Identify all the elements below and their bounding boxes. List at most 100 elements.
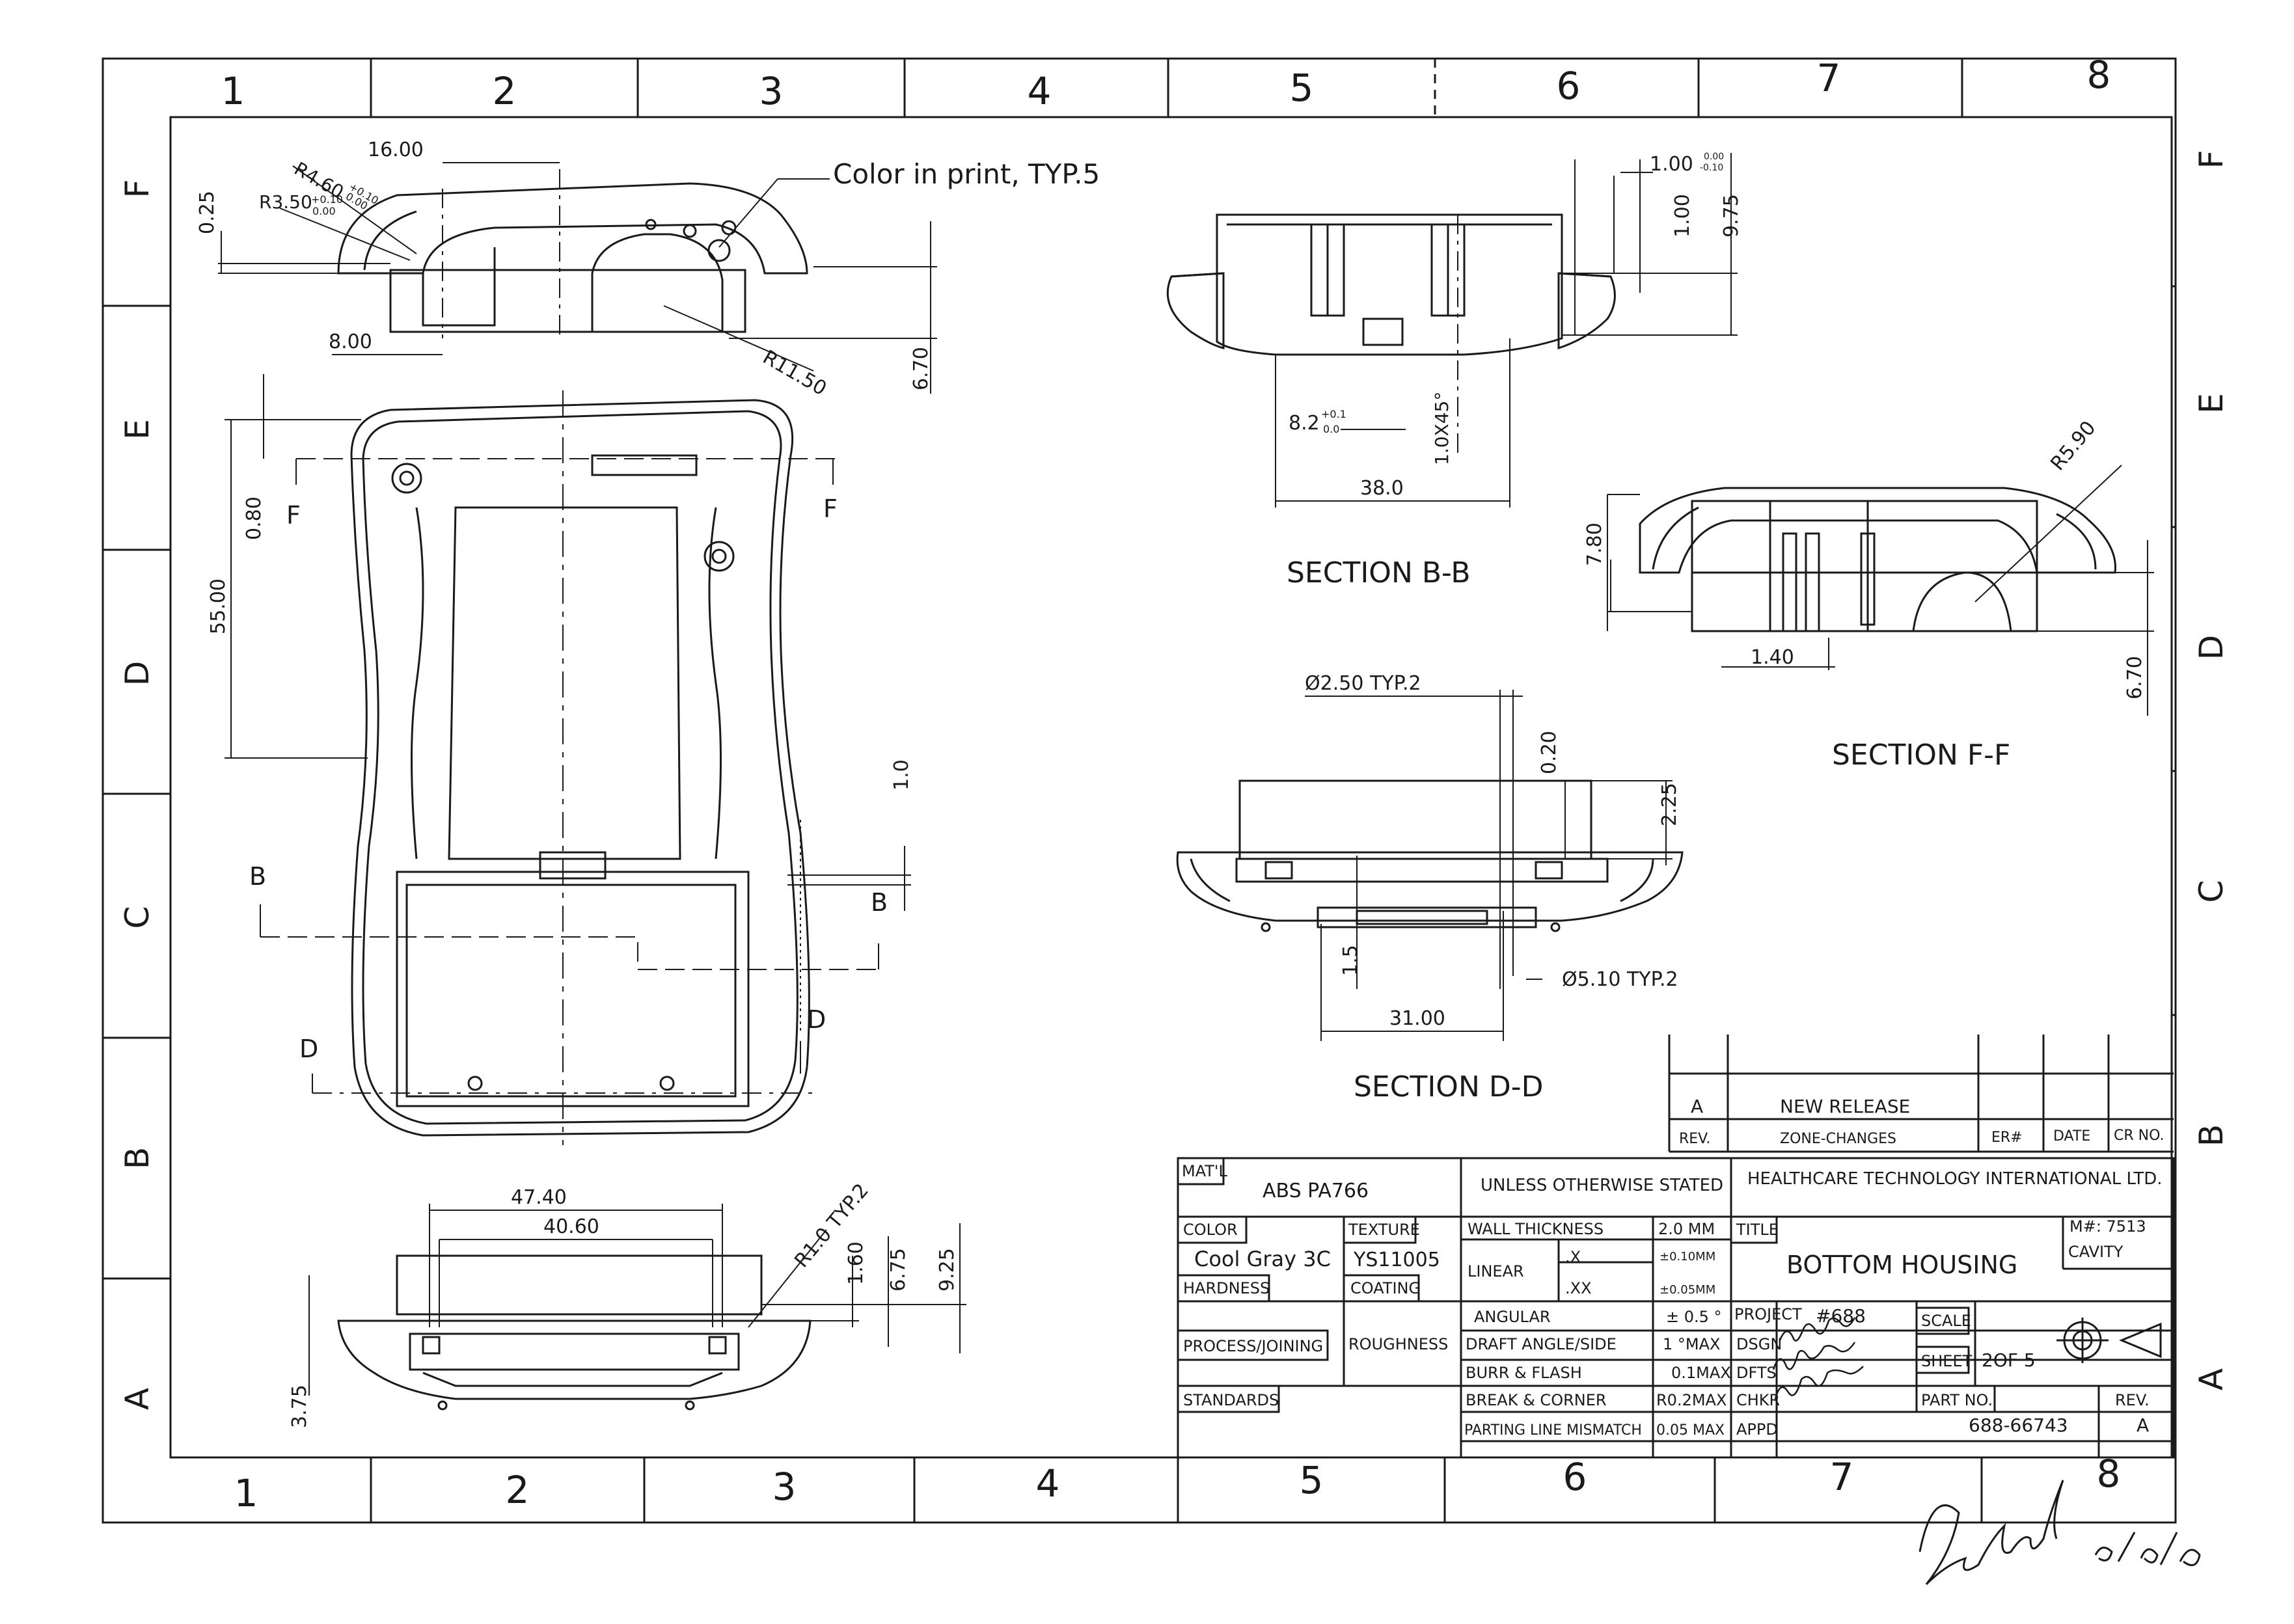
part-no-value: 688-66743 [1969,1414,2068,1436]
right-zone-labels: F E D C B A [2192,150,2230,1390]
right-row-e: E [2192,393,2230,414]
angular-value: ± 0.5 ° [1666,1308,1722,1326]
dim-9-75: 9.75 [1720,194,1743,237]
dim-9-25: 9.25 [936,1248,959,1292]
cut-f-left: F [286,501,301,530]
bottom-col-7: 7 [1830,1455,1854,1499]
dim-r3-50-tol-minus: 0.00 [312,205,336,217]
dsgn-label: DSGN [1736,1335,1782,1353]
right-row-c: C [2192,880,2230,903]
section-dd-labels: SECTION D-D Ø2.50 TYP.2 0.20 2.25 1.5 Ø5… [1305,672,1681,1103]
rev-value: A [2137,1414,2149,1436]
plan-view [225,374,911,1145]
draft-label: DRAFT ANGLE/SIDE [1466,1335,1617,1353]
chkr-label: CHKR [1736,1391,1780,1409]
dim-47-40: 47.40 [511,1186,567,1209]
burr-label: BURR & FLASH [1466,1364,1582,1382]
top-col-1: 1 [221,69,245,113]
dim-2-25: 2.25 [1658,783,1681,826]
matl-value: ABS PA766 [1263,1180,1369,1202]
signature-image [1918,1480,2201,1586]
section-dd-drawing [1176,690,1684,1041]
left-row-c: C [118,906,156,929]
section-ff-title: SECTION F-F [1832,738,2010,772]
project-label: PROJECT [1734,1305,1802,1323]
bottom-col-6: 6 [1563,1455,1587,1499]
dim-8-00: 8.00 [329,331,372,353]
bottom-end-view [308,1204,966,1411]
rev-header-cr: CR NO. [2114,1128,2164,1144]
top-col-8: 8 [2087,53,2111,97]
handwritten-entries [1772,1317,1864,1400]
dim-hole-5-10: Ø5.10 TYP.2 [1562,968,1678,991]
top-col-2: 2 [493,69,517,113]
cut-d-left: D [299,1035,318,1063]
color-value: Cool Gray 3C [1194,1247,1331,1271]
section-dd-title: SECTION D-D [1354,1070,1543,1103]
bottom-col-8: 8 [2097,1452,2121,1496]
dim-31-00: 31.00 [1389,1007,1445,1030]
scale-label: SCALE [1921,1312,1971,1330]
dim-1-0: 1.0 [890,759,913,791]
dim-1-60: 1.60 [845,1241,867,1285]
dim-0-25: 0.25 [196,191,219,234]
bottom-view-dimensions: 47.40 40.60 R1.0 TYP.2 1.60 6.75 9.25 3.… [288,1180,959,1428]
texture-value: YS11005 [1353,1249,1440,1271]
sheet-label: SHEET [1921,1352,1973,1370]
top-col-4: 4 [1028,69,1052,113]
title-block [1177,1157,2175,1459]
coating-label: COATING [1350,1279,1421,1297]
standards-label: STANDARDS [1183,1391,1279,1409]
left-zone-labels: F E D C B A [118,180,156,1410]
rev-label: REV. [2115,1391,2150,1409]
linear-x-tol: ±0.10MM [1659,1250,1715,1264]
section-ff-labels: SECTION F-F R5.90 7.80 1.40 6.70 [1583,416,2146,772]
linear-xx: .XX [1565,1279,1592,1297]
angular-label: ANGULAR [1474,1308,1551,1326]
dim-1-00-top-tol-plus: 0.00 [1704,152,1724,162]
dim-6-75: 6.75 [887,1248,910,1292]
bottom-col-5: 5 [1300,1458,1324,1502]
dim-r3-50: R3.50 [259,191,312,213]
revision-block-text: A NEW RELEASE REV. ZONE-CHANGES ER# DATE… [1679,1096,2164,1147]
roughness-label: ROUGHNESS [1348,1335,1448,1353]
left-row-d: D [118,661,156,686]
dim-40-60: 40.60 [543,1215,599,1238]
section-bb-title: SECTION B-B [1287,556,1471,589]
dim-1-5: 1.5 [1339,945,1362,976]
section-bb-drawing [1166,153,1738,508]
bottom-col-3: 3 [772,1465,797,1509]
bottom-col-1: 1 [234,1471,258,1515]
draft-value: 1 °MAX [1663,1335,1720,1353]
rev-header-rev: REV. [1679,1131,1710,1147]
right-row-f: F [2192,150,2230,169]
dim-1-00-top: 1.00 [1650,153,1693,176]
color-label: COLOR [1183,1221,1238,1239]
dim-55-00: 55.00 [207,578,230,634]
plan-view-labels: F F B B D D 0.80 55.00 1.0 [207,494,913,1063]
hardness-label: HARDNESS [1183,1279,1270,1297]
dim-r11-50: R11.50 [759,346,830,401]
right-row-b: B [2192,1124,2230,1146]
dim-chamfer: 1.0X45° [1431,392,1453,465]
left-row-e: E [118,419,156,440]
dim-1-00-top-tol-minus: -0.10 [1700,163,1723,173]
right-row-a: A [2192,1368,2230,1390]
bottom-col-2: 2 [506,1468,530,1512]
part-no-label: PART NO. [1921,1391,1993,1409]
projection-symbol-icon [2056,1318,2162,1363]
dim-8-2-tol-minus: 0.0 [1323,423,1339,435]
note-color-in-print: Color in print, TYP.5 [833,158,1100,190]
dim-7-80: 7.80 [1583,522,1606,566]
dim-38-0: 38.0 [1360,477,1404,500]
dim-1-40: 1.40 [1751,646,1794,669]
dim-16-00: 16.00 [368,139,424,161]
rev-header-date: DATE [2053,1128,2090,1144]
rev-header-zone-changes: ZONE-CHANGES [1780,1131,1896,1147]
dim-3-75: 3.75 [288,1385,311,1428]
dim-8-2-tol-plus: +0.1 [1321,408,1346,420]
process-label: PROCESS/JOINING [1183,1337,1323,1355]
dim-6-70: 6.70 [910,347,933,390]
dim-0-20: 0.20 [1538,731,1561,774]
left-row-a: A [118,1388,156,1410]
